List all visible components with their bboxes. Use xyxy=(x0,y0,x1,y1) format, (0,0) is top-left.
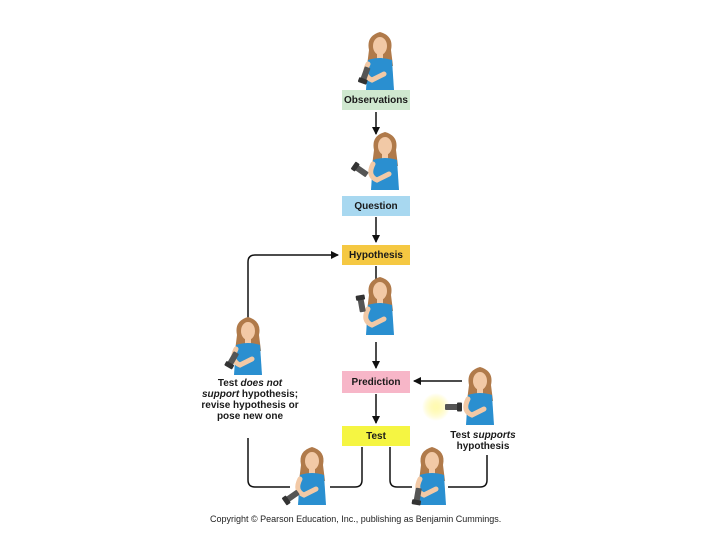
person-observing xyxy=(357,32,394,90)
person-bottom-left xyxy=(281,447,326,506)
question-box: Question xyxy=(342,196,410,216)
supports-suffix: hypothesis xyxy=(456,441,510,452)
person-questioning xyxy=(350,132,399,190)
flashlight-beam xyxy=(422,393,450,421)
not-support-suffix: hypothesis; revise hypothesis or pose ne… xyxy=(201,389,299,422)
person-light-on xyxy=(422,367,494,425)
person-bottom-right xyxy=(411,447,446,506)
test-box: Test xyxy=(342,426,410,446)
loop-test-not-support xyxy=(330,447,363,488)
supports-prefix: Test xyxy=(450,430,473,441)
person-revising xyxy=(224,317,262,375)
not-support-emphasis: does not support xyxy=(201,378,283,400)
not-support-prefix: Test xyxy=(217,378,241,389)
loop-to-revise xyxy=(247,438,290,488)
hypothesis-box: Hypothesis xyxy=(342,245,410,265)
prediction-box: Prediction xyxy=(342,371,410,393)
observations-box: Observations xyxy=(342,90,410,110)
loop-revise-to-hypothesis xyxy=(247,251,339,325)
copyright-notice: Copyright © Pearson Education, Inc., pub… xyxy=(210,514,502,524)
test-not-support-label: Test does not support hypothesis; revise… xyxy=(200,378,300,422)
person-hypothesizing xyxy=(355,277,394,335)
loop-test-supports xyxy=(389,447,412,488)
loop-to-supports xyxy=(448,455,488,488)
test-supports-label: Test supports hypothesis xyxy=(438,430,528,452)
supports-emphasis: supports xyxy=(472,430,516,441)
